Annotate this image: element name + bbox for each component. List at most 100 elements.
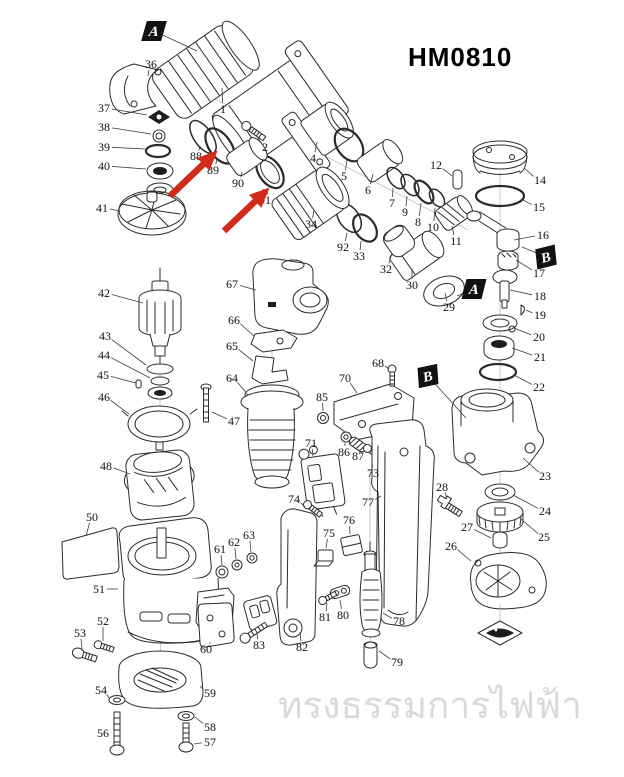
drawing-crank-cap-14 [472,140,528,175]
drawing-crankshaft-18 [492,269,518,309]
part-label-26: 26 [445,539,457,553]
part-label-42: 42 [98,286,110,300]
part-label-67: 67 [226,277,238,291]
part-label-48: 48 [100,459,112,473]
drawing-bearing-17 [497,250,519,271]
drawing-bolt-28 [436,494,463,517]
drawing-tool-holder-78 [359,541,383,638]
leader-line-67 [239,285,257,291]
leader-line-25 [520,518,538,534]
leader-line-15 [520,198,532,205]
red-arrow-1 [167,150,218,199]
drawing-ring-20 [482,314,518,333]
drawing-ring-46 [121,405,198,451]
part-label-87: 87 [352,449,364,463]
drawing-washer-58 [177,711,195,721]
leader-line-79 [378,650,391,660]
leader-line-92 [344,232,348,242]
leader-line-17 [515,259,533,271]
drawing-nut-86 [340,431,352,443]
drawing-oring-39 [144,143,172,159]
red-arrow-2 [221,187,270,234]
drawing-gear-housing-23 [451,388,544,476]
part-label-25: 25 [538,530,550,544]
part-label-11: 11 [450,234,462,248]
drawing-piston-90 [226,137,268,176]
part-label-44: 44 [98,348,110,362]
section-marker-A-0: A [141,21,167,41]
drawing-nameplate-50 [61,527,120,580]
drawing-screw-68 [387,364,397,387]
part-label-37: 37 [98,101,110,115]
part-label-75: 75 [323,526,335,540]
drawing-bolt-83 [239,621,268,644]
leader-line-23 [522,457,540,473]
model-title: HM0810 [408,42,513,72]
part-label-88: 88 [190,149,202,163]
drawing-nut-85 [317,412,329,424]
part-label-18: 18 [534,289,546,303]
leader-line-90 [240,171,243,178]
part-label-39: 39 [98,140,110,154]
leader-line-28 [444,492,448,500]
part-label-77: 77 [362,495,374,509]
section-marker-A-2: A [461,279,487,299]
drawing-bearing-24 [484,483,516,501]
part-label-74: 74 [288,492,300,506]
part-label-50: 50 [86,510,98,524]
drawing-washer-29 [423,275,465,307]
leader-line-9 [405,195,408,207]
leader-line-24 [512,494,539,509]
part-number-labels: 1245678910111214151617181920212223242526… [74,57,551,749]
leader-line-41 [109,208,121,212]
drawing-crank-16 [496,228,520,252]
part-label-79: 79 [391,655,403,669]
leader-line-43 [111,339,147,366]
part-label-4: 4 [310,151,316,165]
part-label-34: 34 [305,217,317,231]
part-label-32: 32 [380,262,392,276]
part-label-70: 70 [339,371,351,385]
part-label-52: 52 [97,614,109,628]
part-label-47: 47 [228,414,240,428]
part-label-15: 15 [533,200,545,214]
leader-line-77 [375,495,382,500]
leader-line-48 [113,467,131,475]
part-label-73: 73 [367,466,379,480]
leader-line-34 [312,209,315,219]
part-label-63: 63 [243,528,255,542]
leader-line-26 [457,549,472,562]
leader-line-22 [513,374,532,385]
diamond-eye-marker [477,620,523,646]
leader-line-14 [523,167,534,177]
shop-watermark: ทรงธรรมการไฟฟ้า [278,684,582,727]
part-label-36: 36 [145,57,157,71]
leader-line-36 [147,69,150,77]
leader-line-61 [220,554,223,566]
drawing-screw-52 [93,640,115,653]
drawing-pinion-27 [492,531,508,549]
part-label-51: 51 [93,582,105,596]
part-label-76: 76 [343,513,355,527]
part-label-1: 1 [220,102,226,116]
drawing-switch-71 [298,445,346,517]
part-label-40: 40 [98,159,110,173]
drawing-striker-11 [434,195,473,231]
leader-line-6 [369,173,374,185]
drawing-screw-81 [318,590,338,605]
part-label-57: 57 [204,735,216,749]
leader-line-27 [474,529,492,539]
drawing-washers-43-44-45 [135,363,174,400]
leader-line-2 [256,135,261,143]
part-label-61: 61 [214,542,226,556]
leader-line-58 [194,716,204,724]
leader-line-16 [513,235,536,241]
part-label-62: 62 [228,535,240,549]
drawing-screw-56 [109,711,125,756]
drawing-oring-22 [478,362,518,382]
drawing-fan-41 [117,190,187,236]
part-label-10: 10 [427,220,439,234]
leader-line-53 [80,638,83,650]
leader-line-80 [339,599,342,610]
